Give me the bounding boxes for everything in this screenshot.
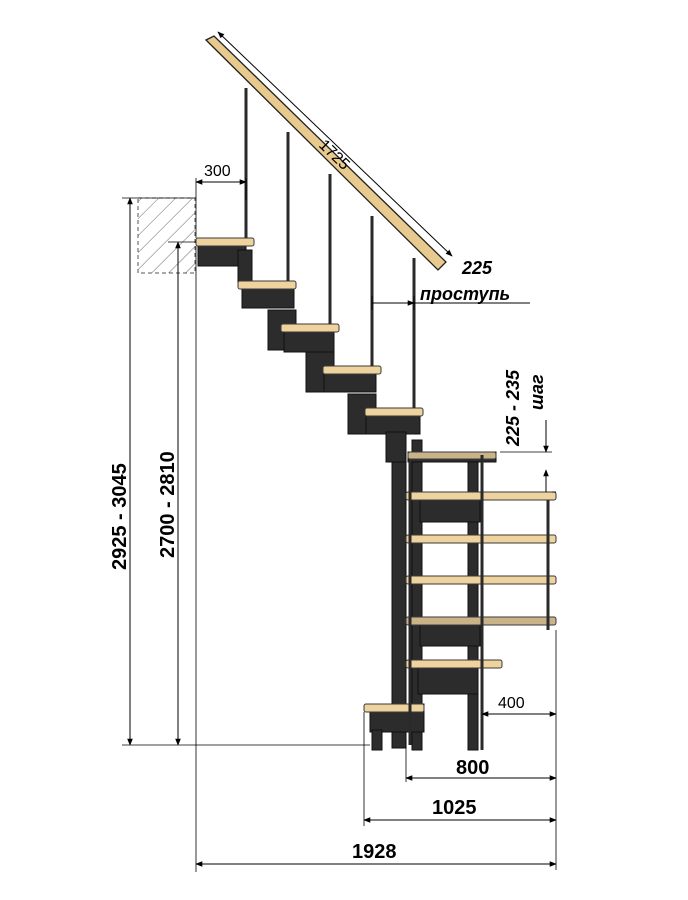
dim-label-2700-2810: 2700 - 2810	[157, 451, 179, 558]
dim-label-step: шаг	[527, 374, 547, 410]
tread-11	[363, 703, 425, 713]
dim-tread-depth: 225 проступь	[371, 258, 530, 310]
dim-overall: 1928	[195, 246, 557, 872]
dim-label-800: 800	[456, 757, 489, 779]
dim-label-1025: 1025	[432, 797, 477, 819]
dim-label-2925-3045: 2925 - 3045	[109, 463, 131, 570]
dim-top-offset: 300	[195, 163, 247, 238]
dim-label-400: 400	[498, 695, 525, 712]
tread-2	[237, 280, 297, 290]
tread-4	[322, 365, 382, 375]
dim-height-floor: 2700 - 2810	[157, 241, 196, 746]
tread-1	[195, 237, 255, 247]
dim-lower-400: 400	[481, 695, 557, 717]
dim-label-1928: 1928	[352, 841, 397, 863]
dim-lower-800: 800	[405, 630, 557, 870]
dim-lower-1025: 1025	[363, 712, 557, 826]
dim-height-total: 2925 - 3045	[109, 197, 370, 746]
upper-flight-frame	[197, 243, 421, 463]
tread-10	[405, 659, 503, 669]
dim-label-225-235: 225 - 235	[503, 369, 523, 447]
dim-label-225: 225	[461, 258, 493, 278]
lower-balusters	[408, 455, 550, 750]
dim-label-300: 300	[204, 163, 231, 180]
tread-5	[364, 407, 424, 417]
landing-tread	[407, 451, 497, 460]
dim-label-tread: проступь	[420, 284, 510, 304]
dim-step-height: 225 - 235 шаг	[500, 369, 556, 493]
central-column	[391, 417, 479, 751]
tread-3	[280, 323, 340, 333]
ceiling-slab	[137, 197, 196, 274]
dim-rail-length: 1725	[217, 31, 453, 257]
